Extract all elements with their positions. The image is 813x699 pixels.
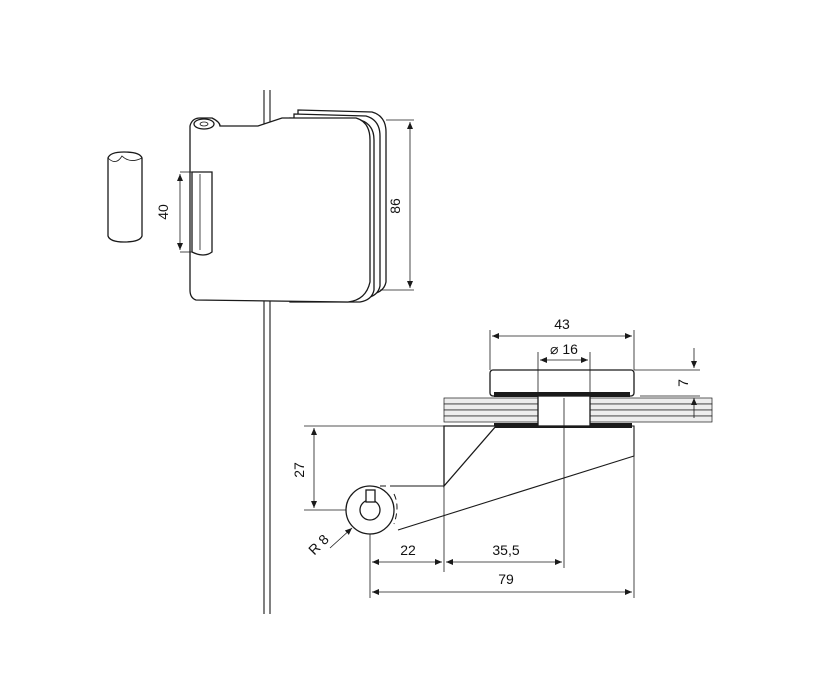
sleeve-opening [107, 155, 143, 162]
hinge-body [189, 117, 371, 303]
body-lower-outline [397, 425, 635, 531]
hinge-slot [191, 171, 213, 256]
top-gasket [494, 392, 630, 397]
dim-r8-leader [329, 527, 353, 549]
dim-plate-width: 43 [554, 316, 570, 332]
pivot-screw [365, 489, 376, 503]
isometric-view: 40 86 [107, 90, 414, 614]
body-wedge [443, 425, 498, 488]
dim-plate-thickness: 7 [675, 379, 691, 387]
dim-pivot-radius: R 8 [305, 531, 332, 558]
pivot-cap [193, 118, 215, 130]
dim-hole-diameter: ⌀ 16 [550, 341, 578, 357]
dim-overall-height: 86 [387, 198, 403, 214]
dim-pivot-offset: 22 [400, 542, 416, 558]
sleeve-part [107, 151, 143, 243]
pivot-hole-section [359, 499, 381, 521]
dim-slot-length: 40 [155, 204, 171, 220]
pivot-hidden-line [393, 493, 398, 525]
dim-offset-height: 27 [291, 462, 307, 478]
dim-total-length: 79 [498, 571, 514, 587]
pivot-hole [199, 121, 209, 127]
dim-center-distance: 35,5 [492, 542, 519, 558]
section-view: 43 ⌀ 16 7 27 R 8 22 35,5 79 [291, 316, 713, 598]
